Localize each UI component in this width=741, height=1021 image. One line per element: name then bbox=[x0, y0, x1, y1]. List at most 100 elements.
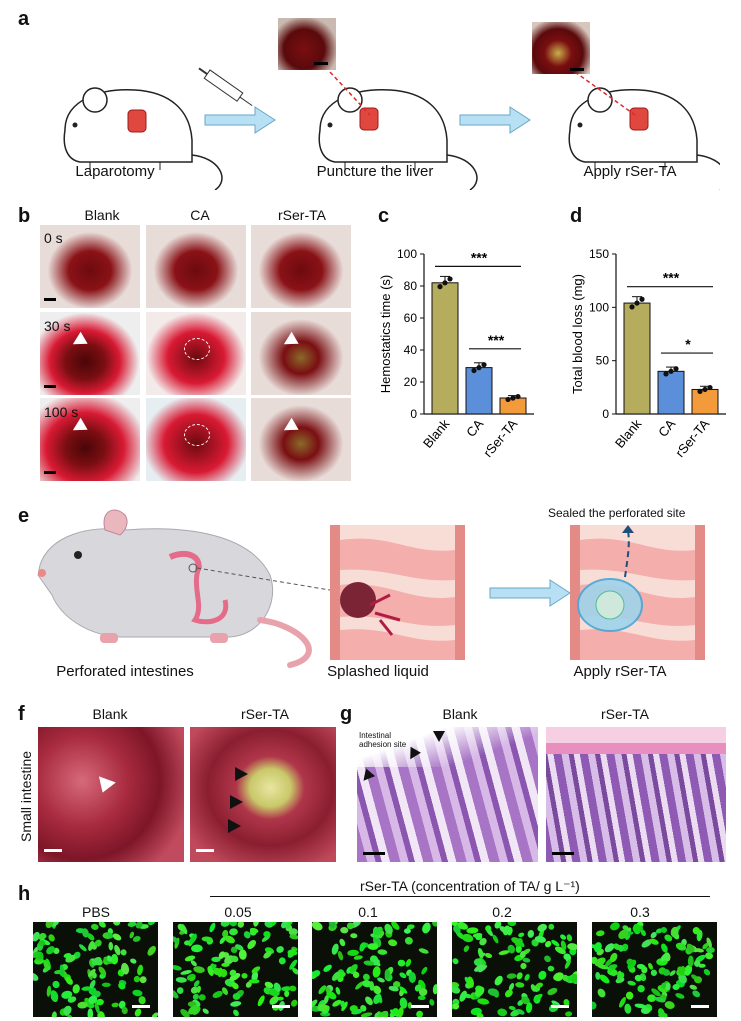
x-tick-label: Blank bbox=[420, 416, 453, 451]
panel-letter-e: e bbox=[18, 505, 30, 527]
caption-puncture-liver: Puncture the liver bbox=[316, 163, 434, 180]
y-tick-label: 20 bbox=[404, 375, 418, 389]
liver-inset-photo bbox=[278, 18, 336, 70]
arrowhead-icon bbox=[433, 731, 445, 742]
time-label-0s: 0 s bbox=[44, 230, 63, 246]
scale-bar bbox=[44, 471, 56, 474]
data-point bbox=[515, 393, 521, 400]
data-point bbox=[673, 366, 679, 372]
hemostasis-photo-r1-c2 bbox=[251, 312, 351, 395]
panel-letter-f: f bbox=[18, 703, 25, 725]
sealed-site-annotation: Sealed the perforated site bbox=[548, 506, 686, 520]
data-point bbox=[481, 362, 487, 368]
scale-bar bbox=[691, 1005, 709, 1008]
f-column-blank: Blank bbox=[92, 706, 128, 722]
rat-icon bbox=[37, 509, 312, 668]
right-arrow-icon bbox=[204, 106, 276, 134]
hemostasis-photo-r2-c1 bbox=[146, 398, 246, 481]
significance-stars: * bbox=[685, 336, 691, 352]
liver-inset-photo bbox=[532, 22, 590, 74]
h-label-0.1: 0.1 bbox=[358, 904, 378, 920]
scale-bar bbox=[44, 298, 56, 301]
adhesion-annotation: Intestinal adhesion site bbox=[359, 731, 407, 749]
g-column-blank: Blank bbox=[442, 706, 478, 722]
significance-stars: *** bbox=[488, 332, 505, 348]
bar-blank bbox=[431, 282, 459, 415]
caption-apply-rser-ta: Apply rSer-TA bbox=[583, 163, 677, 180]
panel-letter-a: a bbox=[18, 8, 30, 30]
significance-stars: *** bbox=[471, 249, 488, 265]
rser-ta-histology-photo bbox=[546, 727, 726, 862]
h-label-0.3: 0.3 bbox=[630, 904, 650, 920]
scale-bar bbox=[552, 852, 574, 855]
data-point bbox=[442, 280, 448, 286]
right-arrow-icon bbox=[459, 106, 531, 134]
column-header-blank: Blank bbox=[84, 207, 120, 223]
significance-stars: *** bbox=[663, 270, 680, 286]
bar-blank bbox=[623, 302, 651, 415]
live-cell-stain-image-2 bbox=[312, 922, 437, 1017]
right-arrow-icon bbox=[489, 579, 571, 607]
concentration-header: rSer-TA (concentration of TA/ g L⁻¹) bbox=[360, 878, 580, 894]
y-tick-label: 100 bbox=[397, 247, 417, 261]
intestine-wall-illustration bbox=[570, 525, 705, 660]
data-point bbox=[437, 284, 443, 290]
blank-intestine-photo bbox=[38, 727, 184, 862]
panel-a-illustration bbox=[63, 67, 720, 190]
hemostasis-photo-r0-c0 bbox=[40, 225, 140, 308]
scale-bar bbox=[411, 1005, 429, 1008]
y-axis-label: Total blood loss (mg) bbox=[570, 274, 585, 394]
scale-bar bbox=[196, 849, 214, 852]
rser-ta-intestine-photo bbox=[190, 727, 336, 862]
scale-bar bbox=[44, 849, 62, 852]
arrowhead-icon bbox=[280, 331, 299, 351]
h-label-pbs: PBS bbox=[81, 904, 110, 920]
arrowhead-icon bbox=[69, 331, 88, 351]
caption-splashed-liquid: Splashed liquid bbox=[327, 663, 429, 680]
blank-histology-photo: Intestinal adhesion site bbox=[357, 727, 538, 862]
data-point bbox=[471, 367, 477, 374]
panel-letter-d: d bbox=[570, 205, 583, 227]
live-cell-stain-image-1 bbox=[173, 922, 298, 1017]
live-cell-stain-image-4 bbox=[592, 922, 717, 1017]
small-intestine-label: Small intestine bbox=[18, 750, 34, 842]
bar-ca bbox=[657, 370, 685, 415]
bar-ca bbox=[465, 367, 493, 415]
hemostasis-photo-r2-c2 bbox=[251, 398, 351, 481]
scale-bar bbox=[570, 68, 584, 71]
arrowhead-icon bbox=[94, 776, 116, 796]
bar-rser-ta bbox=[691, 388, 719, 415]
scale-bar bbox=[132, 1005, 150, 1008]
y-tick-label: 0 bbox=[602, 407, 609, 421]
data-point bbox=[629, 304, 635, 310]
y-tick-label: 50 bbox=[596, 354, 610, 368]
hemostasis-photo-r0-c1 bbox=[146, 225, 246, 308]
h-label-0.05: 0.05 bbox=[224, 904, 252, 920]
caption-laparotomy: Laparotomy bbox=[75, 163, 155, 180]
data-point bbox=[639, 296, 645, 302]
y-axis-label: Hemostatics time (s) bbox=[378, 275, 393, 393]
scale-bar bbox=[551, 1005, 569, 1008]
scale-bar bbox=[314, 62, 328, 65]
f-column-rser-ta: rSer-TA bbox=[241, 706, 289, 722]
arrowhead-icon bbox=[230, 795, 243, 809]
y-tick-label: 80 bbox=[404, 279, 418, 293]
hemostasis-photo-r1-c1 bbox=[146, 312, 246, 395]
live-cell-stain-image-3 bbox=[452, 922, 577, 1017]
data-point bbox=[634, 300, 640, 306]
x-tick-label: CA bbox=[655, 416, 678, 440]
syringe-icon bbox=[198, 67, 253, 107]
caption-perforated-intestines: Perforated intestines bbox=[56, 663, 194, 680]
panel-letter-c: c bbox=[378, 205, 390, 227]
data-point bbox=[505, 396, 511, 403]
panel-letter-h: h bbox=[18, 883, 31, 905]
live-cell-stain-image-0 bbox=[33, 922, 158, 1017]
x-tick-label: rSer-TA bbox=[672, 416, 712, 460]
g-column-rser-ta: rSer-TA bbox=[601, 706, 649, 722]
y-tick-label: 60 bbox=[404, 311, 418, 325]
hemostasis-photo-r2-c0 bbox=[40, 398, 140, 481]
y-tick-label: 150 bbox=[589, 247, 609, 261]
data-point bbox=[510, 395, 516, 401]
